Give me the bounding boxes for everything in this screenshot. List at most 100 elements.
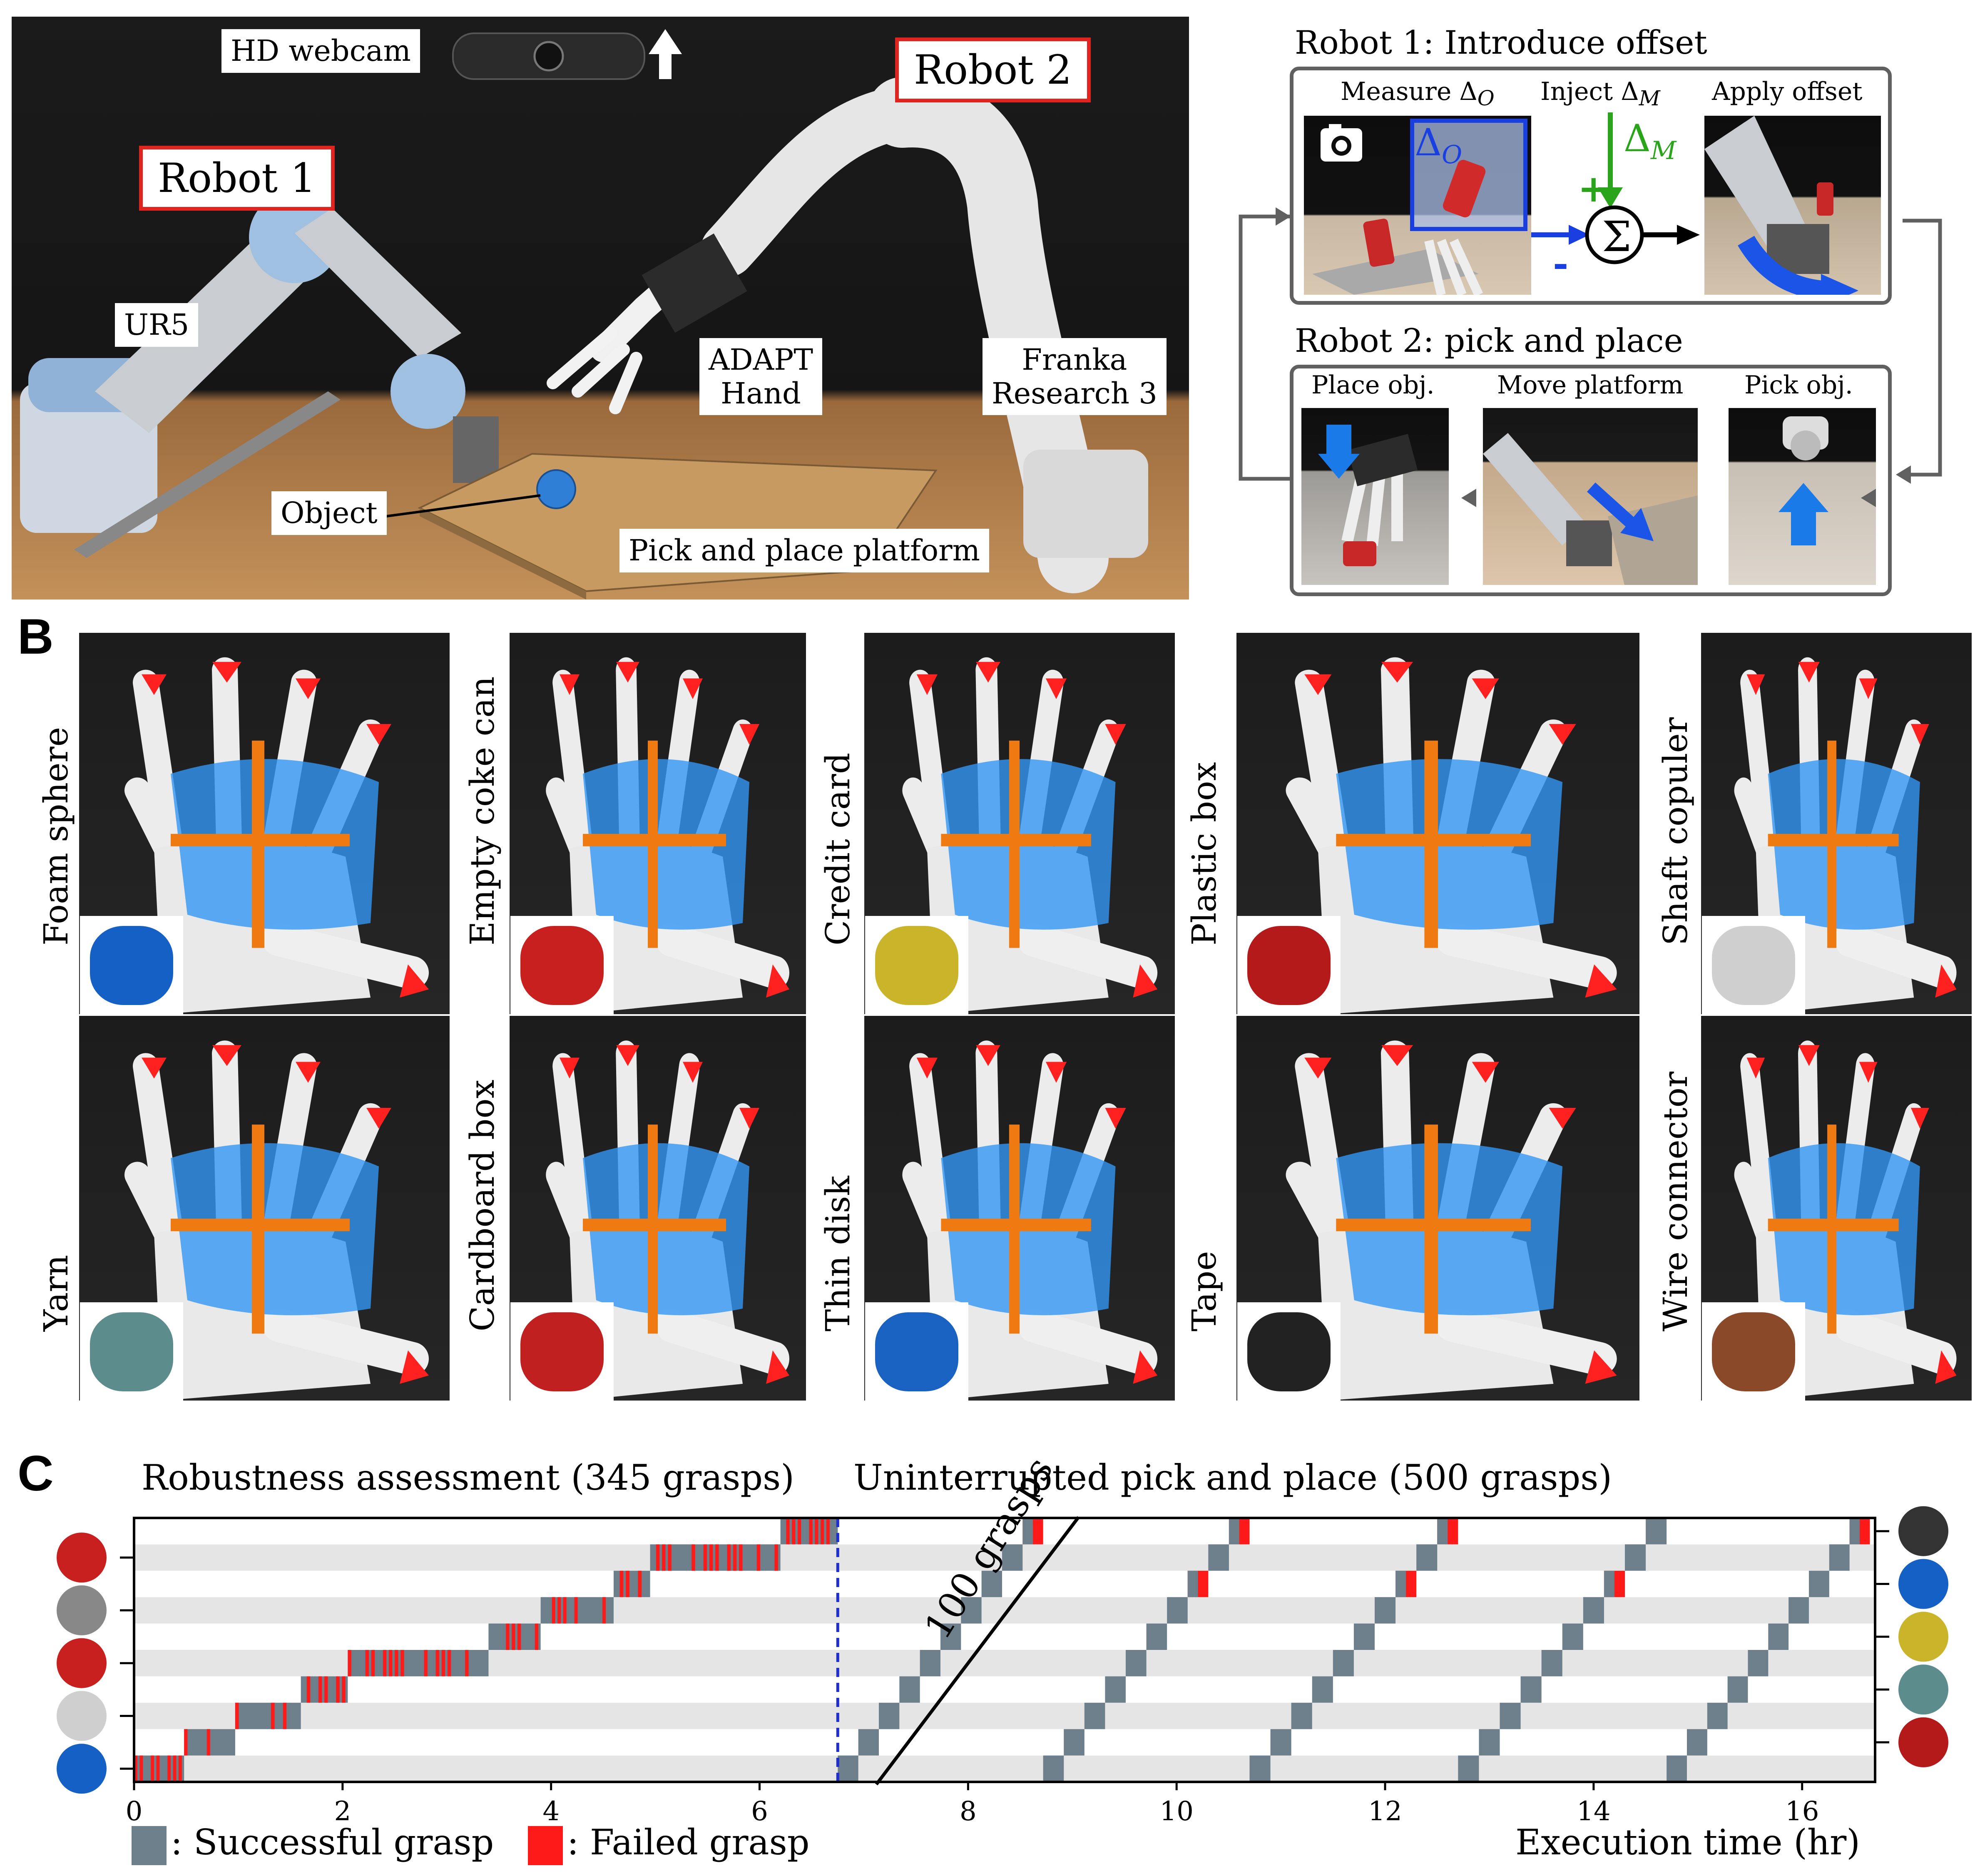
fail-mark xyxy=(733,1544,737,1571)
success-block xyxy=(1022,1518,1033,1545)
success-block xyxy=(1249,1755,1271,1782)
x-tick-label: 12 xyxy=(1368,1796,1402,1827)
fail-mark xyxy=(371,1650,375,1677)
fail-mark xyxy=(512,1623,515,1650)
success-block xyxy=(1541,1650,1562,1677)
success-block xyxy=(1667,1755,1687,1782)
fail-mark xyxy=(638,1570,642,1597)
apply-offset-photo xyxy=(1704,116,1881,295)
pick-place-title: Uninterrupted pick and place (500 grasps… xyxy=(853,1457,1612,1498)
fail-mark xyxy=(283,1702,287,1729)
robot1-flow-frame xyxy=(1290,67,1892,305)
success-block xyxy=(1229,1518,1239,1545)
legend-success-text: : Successful grasp xyxy=(171,1822,494,1863)
place-object-illustration xyxy=(1318,425,1418,566)
fail-mark xyxy=(395,1650,398,1677)
panel-letter-c: C xyxy=(17,1446,54,1501)
fail-mark xyxy=(348,1650,351,1677)
success-block xyxy=(1624,1544,1646,1571)
object-label: Plastic box xyxy=(1185,762,1224,946)
x-tick-label: 4 xyxy=(542,1796,560,1827)
robot1-label: Robot 1 xyxy=(139,146,335,211)
franka-line1: Franka xyxy=(1022,343,1127,377)
measure-arrow-head xyxy=(1569,225,1589,245)
fail-mark xyxy=(318,1676,322,1703)
object-swatch xyxy=(90,1312,173,1391)
left-object-icon xyxy=(57,1585,107,1635)
robot1-flow-title: Robot 1: Introduce offset xyxy=(1295,24,1707,62)
object-inset-5 xyxy=(1702,916,1805,1014)
left-object-icon xyxy=(57,1691,107,1741)
feedback-loop-arrows xyxy=(1239,207,1942,507)
fail-mark xyxy=(271,1702,275,1729)
fail-mark xyxy=(306,1676,311,1703)
inject-sub: M xyxy=(1639,86,1660,110)
success-block xyxy=(1146,1623,1167,1650)
object-label: Yarn xyxy=(37,1254,75,1331)
success-block xyxy=(1312,1676,1333,1703)
object-label: Thin disk xyxy=(818,1175,857,1331)
x-tick-label: 6 xyxy=(751,1796,768,1827)
object-swatch xyxy=(90,926,173,1005)
success-block xyxy=(1167,1597,1188,1624)
inject-label: Inject ΔM xyxy=(1540,77,1660,110)
robot2-flow-frame xyxy=(1290,365,1892,596)
success-block xyxy=(1788,1597,1809,1624)
success-block xyxy=(1374,1597,1396,1624)
ur5-label: UR5 xyxy=(115,303,199,347)
grasp-illustration xyxy=(1701,633,1972,1014)
fail-mark xyxy=(786,1518,790,1545)
grasp-illustration xyxy=(1236,633,1639,1014)
success-block xyxy=(981,1570,1002,1597)
success-block xyxy=(858,1729,879,1756)
success-block xyxy=(961,1597,982,1624)
object-inset-4 xyxy=(1237,916,1341,1014)
object-swatch xyxy=(1247,1312,1331,1391)
success-block xyxy=(1333,1650,1354,1677)
row-band xyxy=(134,1755,1875,1782)
fail-mark xyxy=(465,1650,469,1677)
adapt-hand-label: ADAPT Hand xyxy=(699,338,823,415)
fail-mark xyxy=(342,1676,346,1703)
grasp-photo-1 xyxy=(79,633,450,1014)
object-inset-2 xyxy=(510,916,614,1014)
row-band xyxy=(134,1518,1875,1545)
fail-mark xyxy=(815,1518,818,1545)
right-object-icon xyxy=(1898,1559,1948,1609)
grasp-illustration xyxy=(1236,1016,1639,1401)
object-swatch xyxy=(520,926,604,1005)
grasp-illustration xyxy=(79,633,450,1014)
delta-m-text: Δ xyxy=(1624,117,1651,160)
grasp-photo-9 xyxy=(1236,1016,1639,1401)
fail-mark xyxy=(441,1650,445,1677)
success-block xyxy=(838,1755,858,1782)
grasp-photo-4 xyxy=(1236,633,1639,1014)
fail-mark xyxy=(167,1755,171,1782)
success-block xyxy=(940,1623,961,1650)
row-band xyxy=(134,1729,1875,1756)
grasp-illustration xyxy=(864,1016,1175,1401)
object-label: Tape xyxy=(1185,1251,1224,1331)
x-axis-label: Execution time (hr) xyxy=(1515,1822,1861,1863)
right-object-icon xyxy=(1898,1717,1948,1767)
object-swatch xyxy=(1712,1312,1795,1391)
lab-setup-illustration xyxy=(20,29,1148,600)
adapt-hand-line2: Hand xyxy=(721,376,801,411)
fail-mark xyxy=(692,1544,695,1571)
move-label: Move platform xyxy=(1497,371,1684,400)
plot-frame xyxy=(133,1517,1876,1783)
success-block xyxy=(1808,1570,1829,1597)
webcam-label: HD webcam xyxy=(221,29,420,73)
panel-letter-b: B xyxy=(17,609,54,664)
success-block xyxy=(1458,1755,1479,1782)
object-swatch xyxy=(875,926,958,1005)
fail-mark xyxy=(715,1544,719,1571)
fail-mark xyxy=(324,1676,328,1703)
fail-mark xyxy=(552,1597,555,1624)
row-band xyxy=(134,1597,1875,1624)
fail-mark xyxy=(535,1623,539,1650)
grasp-photo-5 xyxy=(1701,633,1972,1014)
inject-arrow-head xyxy=(1598,187,1623,208)
pick-object-illustration xyxy=(1779,416,1828,545)
minus-sign: - xyxy=(1553,241,1569,286)
